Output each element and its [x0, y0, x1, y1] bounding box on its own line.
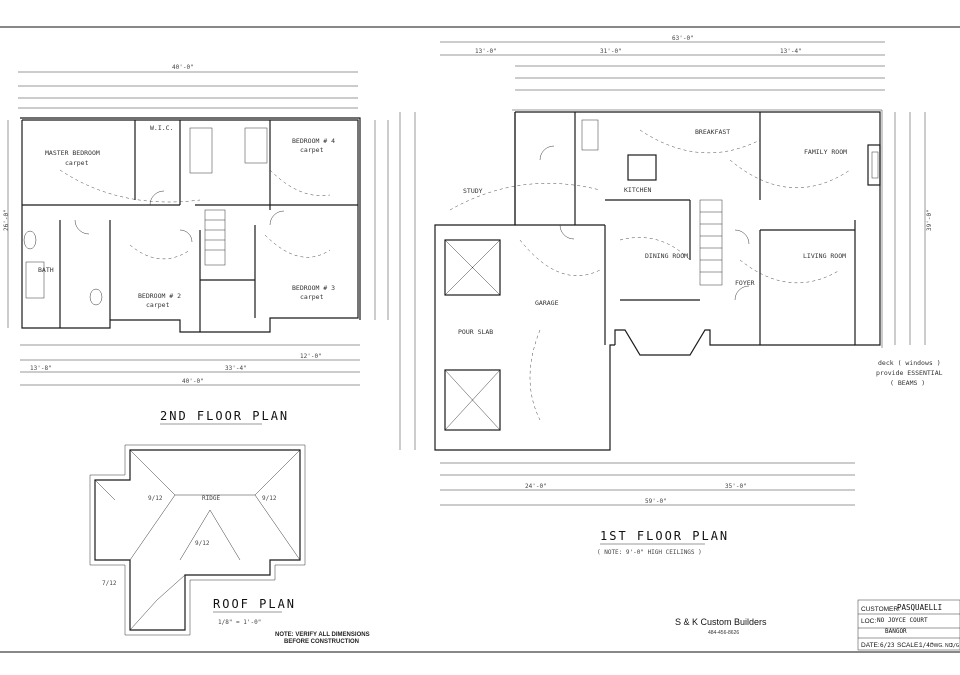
- second-floor-plan: 40'-0" MASTER BEDROOM: [3, 64, 389, 425]
- room-bedroom-3-floor: carpet: [300, 293, 324, 301]
- loc-label: LOC:: [861, 618, 876, 625]
- customer-value: PASQUAELLI: [897, 603, 942, 612]
- room-study: STUDY: [463, 187, 483, 195]
- date-value: 6/23: [880, 642, 895, 649]
- date-label: DATE:: [861, 642, 880, 649]
- roof-title: ROOF PLAN: [213, 597, 296, 611]
- loc-value: NO JOYCE COURT: [877, 617, 928, 624]
- dim-1st-right-side: 39'-0": [926, 209, 933, 231]
- dim-1st-bottom-left: 24'-0": [525, 483, 547, 490]
- roof-plan: 9/12 9/12 9/12 7/12 RIDGE ROOF PLAN 1/8"…: [89, 444, 306, 636]
- verify-note-line-2: BEFORE CONSTRUCTION: [284, 639, 359, 645]
- dwg-label: DWG. NO.: [930, 643, 954, 649]
- room-foyer: FOYER: [735, 279, 755, 287]
- first-floor-subtitle: ( NOTE: 9'-0" HIGH CEILINGS ): [597, 549, 702, 556]
- room-living: LIVING ROOM: [803, 252, 846, 260]
- first-floor-plan: 63'-0" 13'-0" 31'-0" 13'-4": [399, 35, 943, 556]
- dim-2nd-seg-a: 13'-8": [30, 365, 52, 372]
- company-name: S & K Custom Builders: [675, 617, 767, 627]
- scale-value: 1/4": [919, 642, 933, 649]
- deck-note-3: ( BEAMS ): [890, 379, 925, 387]
- dim-2nd-overall-bottom: 40'-0": [182, 378, 204, 385]
- first-floor-title: 1ST FLOOR PLAN: [600, 529, 729, 543]
- room-bath: BATH: [38, 266, 54, 274]
- room-kitchen: KITCHEN: [624, 186, 651, 194]
- loc-value-2: BANGOR: [885, 628, 907, 635]
- room-breakfast: BREAKFAST: [695, 128, 730, 136]
- dim-2nd-seg-c: 12'-0": [300, 353, 322, 360]
- title-block: CUSTOMER: PASQUAELLI LOC: NO JOYCE COURT…: [857, 599, 960, 651]
- room-bedroom-3: BEDROOM # 3: [292, 284, 335, 292]
- dwg-value: J/G: [950, 643, 959, 649]
- room-bedroom-2-floor: carpet: [146, 301, 170, 309]
- scale-label: SCALE:: [897, 642, 920, 649]
- svg-text:7/12: 7/12: [102, 580, 117, 587]
- room-bedroom-4-floor: carpet: [300, 146, 324, 154]
- dim-1st-left-b: 31'-0": [600, 48, 622, 55]
- dim-1st-overall-top: 63'-0": [672, 35, 694, 42]
- customer-label: CUSTOMER:: [861, 606, 900, 613]
- company-phone: 484-456-8626: [708, 630, 739, 636]
- dim-1st-overall-bottom: 59'-0": [645, 498, 667, 505]
- room-garage: GARAGE: [535, 299, 559, 307]
- room-dining: DINING ROOM: [645, 252, 688, 260]
- room-master-floor: carpet: [65, 159, 89, 167]
- second-floor-title: 2ND FLOOR PLAN: [160, 409, 289, 423]
- dim-1st-right-a: 13'-4": [780, 48, 802, 55]
- dim-2nd-seg-b: 33'-4": [225, 365, 247, 372]
- dim-1st-bottom-right: 35'-0": [725, 483, 747, 490]
- deck-note-2: provide ESSENTIAL: [876, 369, 943, 377]
- room-family: FAMILY ROOM: [804, 148, 847, 156]
- svg-text:9/12: 9/12: [262, 495, 277, 502]
- svg-text:RIDGE: RIDGE: [202, 495, 220, 502]
- room-bedroom-4: BEDROOM # 4: [292, 137, 335, 145]
- dim-2nd-left: 26'-0": [3, 209, 10, 231]
- verify-note-line-1: NOTE: VERIFY ALL DIMENSIONS: [275, 632, 370, 638]
- dim-1st-left-a: 13'-0": [475, 48, 497, 55]
- svg-text:9/12: 9/12: [195, 540, 210, 547]
- room-bedroom-2: BEDROOM # 2: [138, 292, 181, 300]
- deck-note-1: deck ( windows ): [878, 359, 941, 367]
- room-wic: W.I.C.: [150, 124, 173, 132]
- room-pour-slab: POUR SLAB: [458, 328, 493, 336]
- dim-2nd-overall-top: 40'-0": [172, 64, 194, 71]
- room-master-bedroom: MASTER BEDROOM: [45, 149, 100, 157]
- svg-text:9/12: 9/12: [148, 495, 163, 502]
- roof-scale: 1/8" = 1'-0": [218, 619, 261, 626]
